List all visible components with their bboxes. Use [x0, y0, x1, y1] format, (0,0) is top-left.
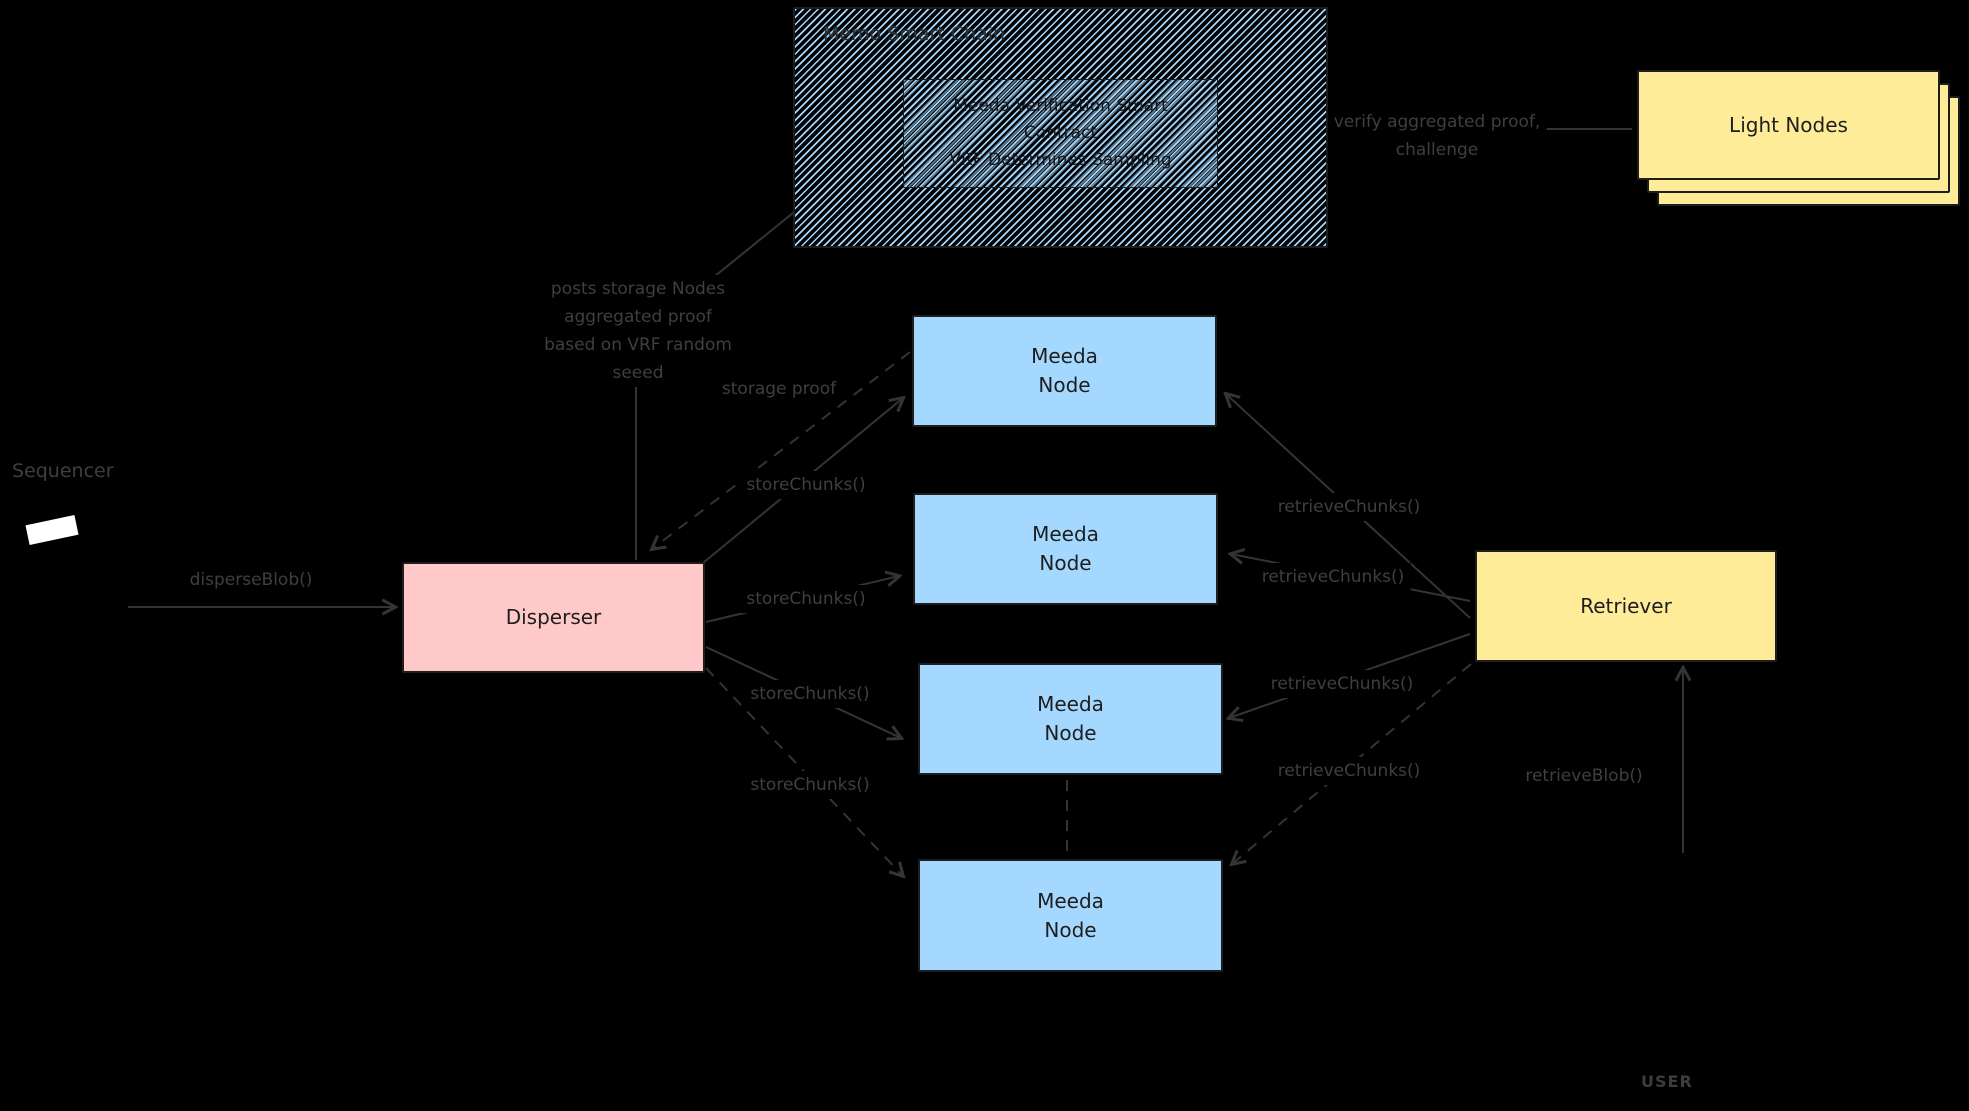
edge-label-posts-proof: posts storage Nodes aggregated proof bas… — [538, 275, 738, 387]
disperser-label: Disperser — [505, 605, 602, 629]
edge-storage-proof — [652, 351, 911, 549]
edge-label-disperse-blob: disperseBlob() — [183, 566, 319, 594]
retriever-label: Retriever — [1580, 593, 1672, 618]
edge-label-retrieve-blob: retrieveBlob() — [1519, 762, 1649, 790]
verification-contract-box: Meeda Verification Smart Contract VRF De… — [903, 79, 1218, 188]
meeda-node-3: Meeda Node — [918, 663, 1223, 775]
retriever-box: Retriever — [1475, 550, 1777, 662]
meeda-node-1-label: Meeda Node — [1031, 344, 1098, 397]
edge-label-store-chunks-4: storeChunks() — [744, 771, 876, 799]
meeda-node-4: Meeda Node — [918, 859, 1223, 972]
edge-label-store-chunks-2: storeChunks() — [740, 585, 872, 613]
meeda-node-2: Meeda Node — [913, 493, 1218, 605]
edge-label-store-chunks-1: storeChunks() — [740, 471, 872, 499]
meeda-node-1: Meeda Node — [912, 315, 1217, 427]
disperser-box: Disperser — [402, 562, 705, 673]
user-label: USER — [1641, 1072, 1693, 1091]
memo-smart-chain-title: Memo Smart Chain — [823, 23, 1006, 45]
meeda-node-4-label: Meeda Node — [1037, 888, 1104, 942]
meeda-node-3-label: Meeda Node — [1037, 692, 1104, 745]
edge-label-store-chunks-3: storeChunks() — [744, 680, 876, 708]
edge-label-retrieve-chunks-1: retrieveChunks() — [1271, 493, 1427, 521]
meeda-node-2-label: Meeda Node — [1032, 522, 1099, 575]
verification-contract-label: Meeda Verification Smart Contract VRF De… — [949, 95, 1172, 171]
light-nodes-label: Light Nodes — [1729, 112, 1848, 137]
sequencer-label: Sequencer — [12, 460, 114, 482]
edge-label-retrieve-chunks-3: retrieveChunks() — [1264, 670, 1420, 698]
edge-label-retrieve-chunks-4: retrieveChunks() — [1271, 757, 1427, 785]
edge-label-retrieve-chunks-2: retrieveChunks() — [1255, 563, 1411, 591]
light-nodes-box: Light Nodes — [1637, 70, 1940, 180]
edge-label-verify-proof: verify aggregated proof, challenge — [1327, 108, 1547, 164]
edge-label-storage-proof: storage proof — [715, 375, 843, 403]
